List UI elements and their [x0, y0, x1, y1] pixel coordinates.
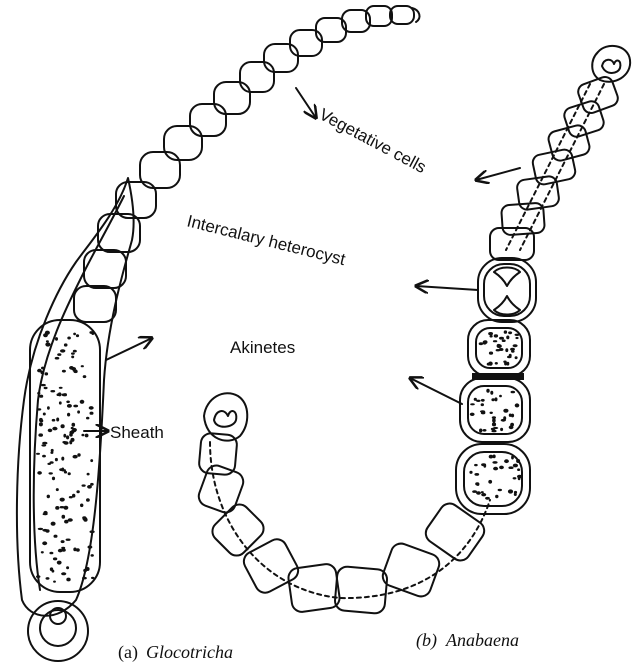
- label-vegetative-cells: Vegetative cells: [316, 105, 429, 177]
- glocotricha-filament: [17, 6, 420, 661]
- caption-b-letter: (b): [416, 630, 437, 651]
- arrow-vegetative-cells-a: [296, 88, 316, 118]
- anabaena-terminal-heterocyst-bottom: [204, 393, 247, 440]
- label-intercalary-heterocyst: Intercalary heterocyst: [185, 211, 348, 269]
- arrow-akinetes-b: [410, 378, 462, 404]
- anabaena-filament: [196, 46, 630, 614]
- annotation-arrows: [84, 88, 520, 431]
- arrow-intercalary-heterocyst: [416, 286, 478, 290]
- caption-b-name: Anabaena: [445, 630, 519, 650]
- caption-a-name: Glocotricha: [146, 642, 233, 662]
- anabaena-vegetative-cells-upper: [490, 75, 620, 260]
- anabaena-vegetative-cells-lower: [196, 433, 490, 615]
- label-akinetes: Akinetes: [230, 338, 295, 357]
- anabaena-intercalary-heterocyst: [478, 258, 536, 322]
- arrow-vegetative-cells-b: [476, 168, 520, 180]
- label-sheath: Sheath: [110, 423, 164, 442]
- glocotricha-vegetative-cells: [74, 6, 419, 322]
- anabaena-terminal-heterocyst-top: [592, 46, 630, 82]
- arrow-akinetes-a: [106, 338, 152, 360]
- anabaena-akinetes: [456, 320, 530, 514]
- caption-a-letter: (a): [118, 642, 138, 663]
- glocotricha-basal-heterocyst: [28, 601, 88, 661]
